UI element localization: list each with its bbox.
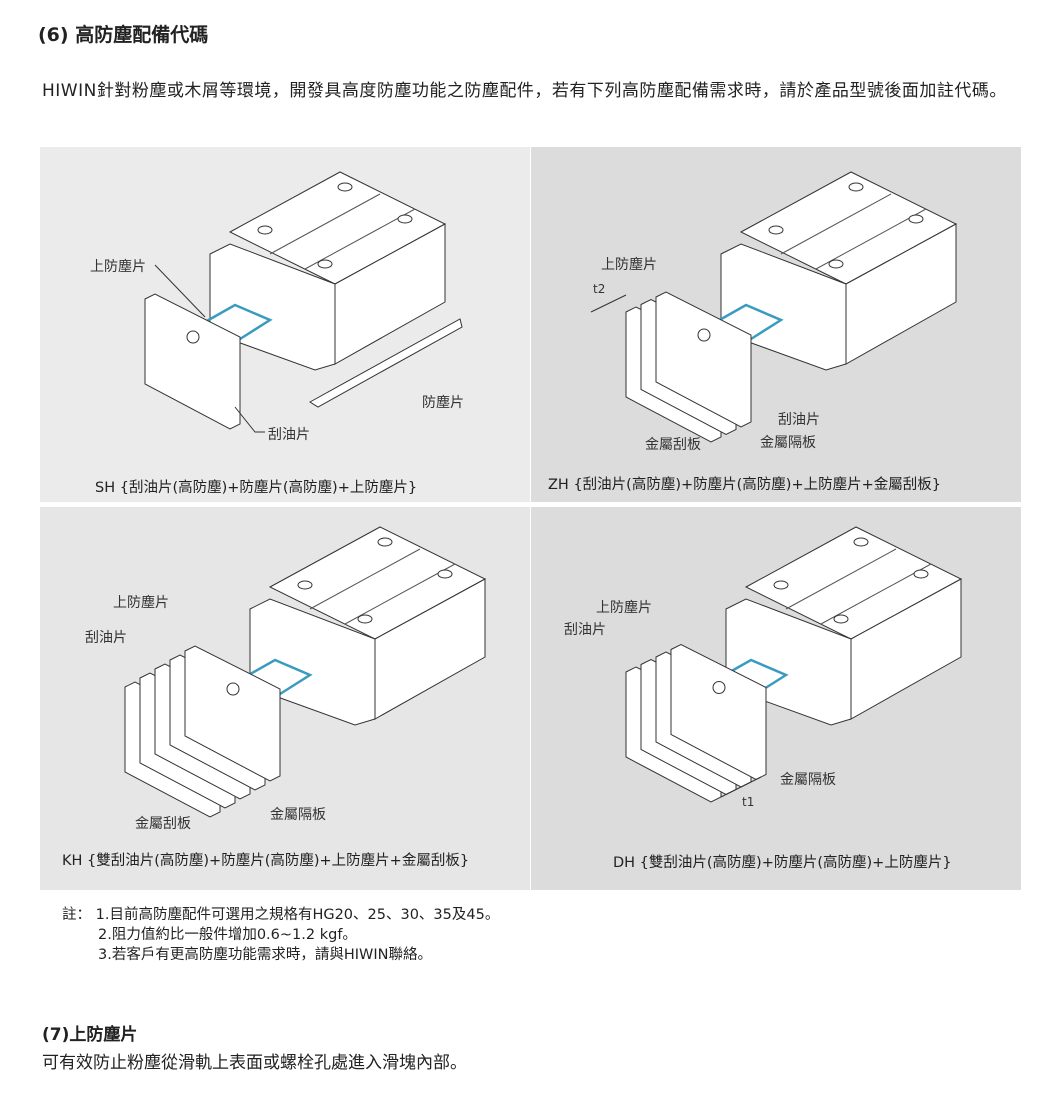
bolt-hole xyxy=(773,580,789,590)
bolt-hole xyxy=(377,537,393,547)
caption-kh: KH {雙刮油片(高防塵)+防塵片(高防塵)+上防塵片+金屬刮板} xyxy=(62,853,470,869)
plate-hole xyxy=(226,682,240,696)
note-3: 3.若客戶有更高防塵功能需求時，請與HIWIN聯絡。 xyxy=(98,947,432,963)
t1-dimension xyxy=(720,776,762,798)
plate-hole xyxy=(186,330,200,344)
block-groove xyxy=(815,208,927,270)
label-top-seal: 上防塵片 xyxy=(90,259,146,275)
bolt-hole xyxy=(437,569,453,579)
label-t1: t1 xyxy=(742,795,755,809)
panel-sh: 上防塵片 防塵片 刮油片 SH {刮油片(高防塵)+防塵片(高防塵)+上防塵片} xyxy=(40,147,530,502)
label-t2: t2 xyxy=(593,282,606,296)
plate-3 xyxy=(670,643,767,781)
label-scraper: 刮油片 xyxy=(564,622,606,638)
label-scraper: 刮油片 xyxy=(778,412,820,428)
kh-diagram xyxy=(124,526,487,818)
leader xyxy=(234,406,265,433)
panel-zh: 上防塵片 t2 刮油片 金屬刮板 金屬隔板 ZH {刮油片(高防塵)+防塵片(高… xyxy=(531,147,1021,502)
section-7-title: (7)上防塵片 xyxy=(42,1025,138,1045)
label-scraper: 刮油片 xyxy=(85,630,127,646)
note-2: 2.阻力值約比一般件增加0.6~1.2 kgf。 xyxy=(98,927,357,943)
caption-sh: SH {刮油片(高防塵)+防塵片(高防塵)+上防塵片} xyxy=(95,480,418,496)
bolt-hole xyxy=(768,225,784,235)
dust-strip xyxy=(309,318,463,408)
bolt-hole xyxy=(853,537,869,547)
caption-zh: ZH {刮油片(高防塵)+防塵片(高防塵)+上防塵片+金屬刮板} xyxy=(548,477,941,493)
label-metal-scraper: 金屬刮板 xyxy=(645,437,701,453)
block-groove xyxy=(785,548,897,610)
bolt-hole xyxy=(908,214,924,224)
bolt-hole xyxy=(337,182,353,192)
block-groove xyxy=(269,193,381,255)
bolt-hole xyxy=(833,614,849,624)
block-groove xyxy=(344,563,456,625)
bolt-hole xyxy=(297,580,313,590)
notes-prefix: 註： xyxy=(62,907,91,923)
bolt-hole xyxy=(397,214,413,224)
dh-diagram xyxy=(625,526,963,803)
bolt-hole xyxy=(357,614,373,624)
leader xyxy=(154,264,206,318)
panel-kh: 上防塵片 刮油片 金屬刮板 金屬隔板 KH {雙刮油片(高防塵)+防塵片(高防塵… xyxy=(40,507,530,890)
bolt-hole xyxy=(828,259,844,269)
bolt-hole xyxy=(848,182,864,192)
plate-2 xyxy=(655,291,752,428)
notes: 註： 1.目前高防塵配件可選用之規格有HG20、25、30、35及45。 2.阻… xyxy=(62,905,499,965)
label-top-seal: 上防塵片 xyxy=(596,600,652,616)
label-metal-spacer: 金屬隔板 xyxy=(760,435,816,451)
bolt-hole xyxy=(317,259,333,269)
caption-dh: DH {雙刮油片(高防塵)+防塵片(高防塵)+上防塵片} xyxy=(613,855,952,871)
label-metal-spacer: 金屬隔板 xyxy=(270,807,326,823)
bolt-hole xyxy=(913,569,929,579)
label-top-seal: 上防塵片 xyxy=(113,595,169,611)
t2-dimension xyxy=(590,294,627,313)
bolt-hole xyxy=(257,225,273,235)
note-1: 1.目前高防塵配件可選用之規格有HG20、25、30、35及45。 xyxy=(95,907,500,923)
sh-diagram xyxy=(144,171,463,433)
label-metal-scraper: 金屬刮板 xyxy=(135,816,191,832)
intro-text: HIWIN針對粉塵或木屑等環境，開發具高度防塵功能之防塵配件，若有下列高防塵配備… xyxy=(42,81,1007,101)
section-7-text: 可有效防止粉塵從滑軌上表面或螺栓孔處進入滑塊內部。 xyxy=(42,1053,467,1073)
plate-hole xyxy=(712,681,726,694)
section-6-title: (6) 高防塵配備代碼 xyxy=(38,24,209,46)
block-groove xyxy=(820,563,932,625)
block-groove xyxy=(304,208,416,270)
label-dust-strip: 防塵片 xyxy=(422,395,464,411)
label-top-seal: 上防塵片 xyxy=(601,257,657,273)
plate-hole xyxy=(697,328,711,342)
block-groove xyxy=(309,548,421,610)
zh-diagram xyxy=(590,171,958,443)
plate-4 xyxy=(184,645,281,782)
panel-dh: 上防塵片 刮油片 金屬隔板 t1 DH {雙刮油片(高防塵)+防塵片(高防塵)+… xyxy=(531,507,1021,890)
label-metal-spacer: 金屬隔板 xyxy=(780,772,836,788)
scraper-plate xyxy=(144,293,241,430)
block-groove xyxy=(780,193,892,255)
label-scraper: 刮油片 xyxy=(268,427,310,443)
